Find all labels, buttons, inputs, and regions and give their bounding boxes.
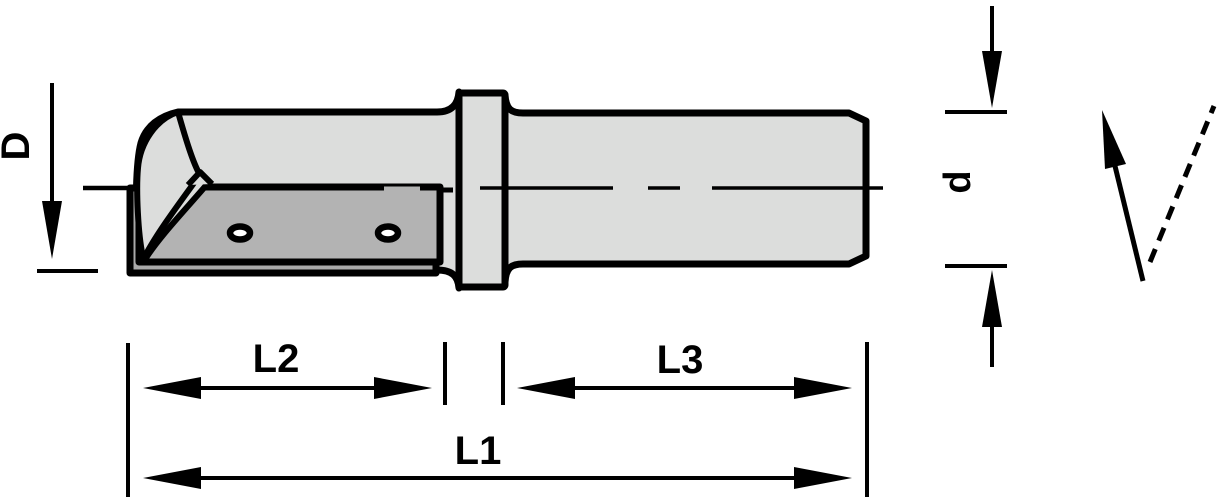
dimension-L2-label: L2 (253, 337, 300, 381)
insert-screw-slot (226, 223, 254, 243)
rotation-dashed-line (1147, 105, 1217, 263)
arrowhead-down (42, 201, 62, 259)
arrowhead-up (982, 270, 1002, 327)
arrowhead-down (982, 51, 1002, 108)
arrowhead-left (517, 377, 575, 399)
arrowhead-right (794, 377, 852, 399)
arrowhead-right (374, 377, 432, 399)
insert-screw-slot (374, 223, 402, 243)
rotation-direction-icon (1102, 105, 1217, 282)
arrowhead-left (143, 467, 201, 489)
dimension-d-label: d (937, 170, 979, 193)
dimension-L1-label: L1 (455, 429, 502, 473)
tool-outline (126, 88, 870, 292)
dimension-d: d (937, 6, 1007, 367)
dimension-D-label: D (0, 132, 38, 161)
dimension-L1: L1 (143, 429, 852, 489)
dimension-L3-label: L3 (657, 338, 704, 382)
arrowhead-left (143, 377, 201, 399)
dimension-L3: L3 (517, 338, 852, 399)
arrowhead-right (794, 467, 852, 489)
chip-breaker-tip (185, 169, 215, 188)
extension-lines (126, 342, 869, 497)
dimension-D: D (0, 83, 98, 273)
collar (455, 89, 509, 291)
arrowhead-up-left (1102, 110, 1126, 169)
dimension-L2: L2 (143, 337, 432, 399)
insert-edge-notch (384, 186, 420, 192)
